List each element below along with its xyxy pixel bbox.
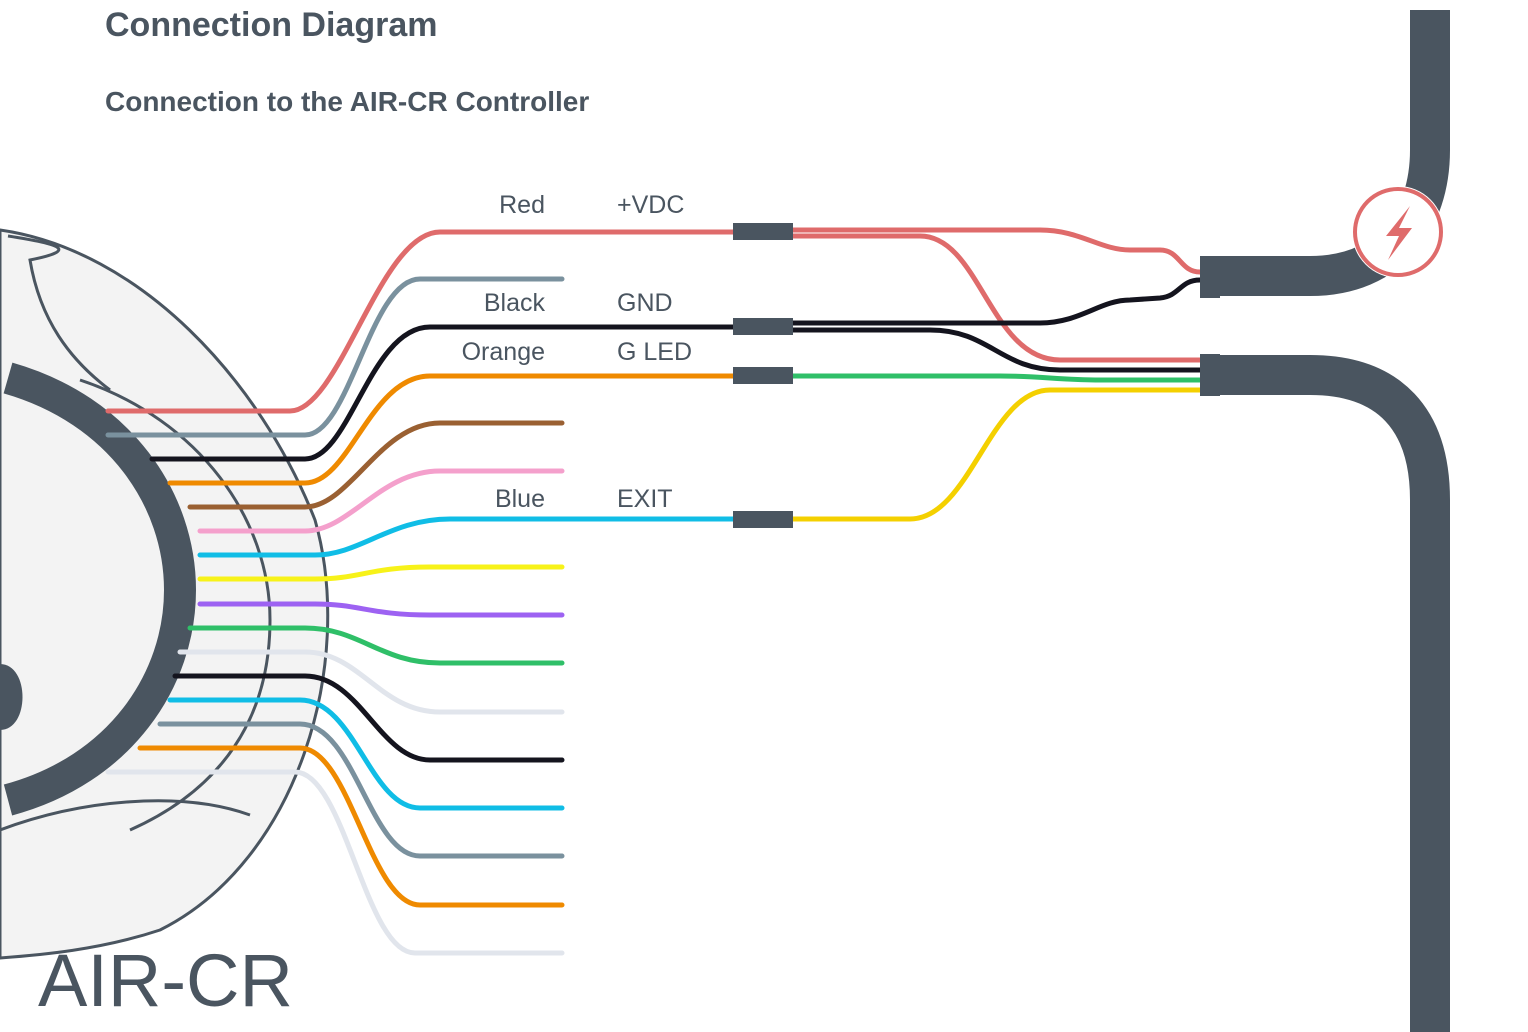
label-signal-exit: EXIT	[617, 485, 673, 513]
wire-bundle	[105, 229, 738, 956]
page-title: Connection Diagram	[105, 6, 438, 44]
output-wires	[787, 227, 1203, 522]
device-label: AIR-CR	[38, 939, 293, 1022]
out-wire-red-power	[787, 227, 1203, 275]
out-wire-gold	[787, 387, 1203, 522]
main-cable	[1200, 354, 1450, 1032]
out-wire-green	[787, 373, 1203, 383]
splice-red	[733, 223, 793, 240]
device-housing	[0, 228, 330, 960]
power-cable-end	[1200, 256, 1220, 298]
wire-green	[187, 625, 565, 666]
wire-red	[105, 229, 738, 414]
page-subtitle: Connection to the AIR-CR Controller	[105, 86, 590, 117]
out-wire-black-power	[787, 277, 1203, 326]
device-button	[0, 664, 23, 730]
out-wire-red-main	[787, 233, 1203, 363]
main-cable-end	[1200, 354, 1220, 396]
splice-orange	[733, 367, 793, 384]
air-cr-device	[0, 228, 330, 960]
wire-pink	[197, 468, 565, 534]
label-signal-gled: G LED	[617, 338, 692, 366]
wire-orange	[167, 373, 738, 486]
splice-connectors	[733, 223, 793, 528]
wire-black	[149, 324, 738, 462]
device-ring	[3, 362, 197, 816]
device-housing-curve-top	[7, 234, 111, 392]
splice-blue	[733, 511, 793, 528]
label-signal-vdc: +VDC	[617, 191, 684, 219]
label-wire-blue: Blue	[495, 485, 545, 513]
device-housing-inner-arc	[79, 378, 272, 832]
label-signal-gnd: GND	[617, 289, 673, 317]
lightning-bolt-icon	[1352, 186, 1444, 278]
splice-black	[733, 318, 793, 335]
device-housing-curve-bottom	[0, 799, 251, 832]
wire-purple	[197, 601, 565, 618]
wire-yellow	[197, 564, 565, 582]
wire-labels: Red +VDC Black GND Orange G LED Blue EXI…	[462, 191, 692, 513]
wire-gray-blue-2	[157, 721, 565, 859]
wire-orange-2	[137, 745, 565, 908]
label-wire-black: Black	[484, 289, 546, 317]
wire-brown	[187, 420, 565, 510]
wire-blue-2	[167, 697, 565, 811]
out-wire-black-main	[787, 327, 1203, 373]
wire-white-2	[105, 769, 565, 956]
wire-white	[177, 649, 565, 715]
main-cable-body	[1220, 355, 1450, 1032]
label-wire-orange: Orange	[462, 338, 545, 366]
wire-gray-blue	[105, 276, 565, 438]
wire-blue	[197, 516, 738, 558]
wire-black-2	[172, 673, 565, 763]
label-wire-red: Red	[499, 191, 545, 219]
